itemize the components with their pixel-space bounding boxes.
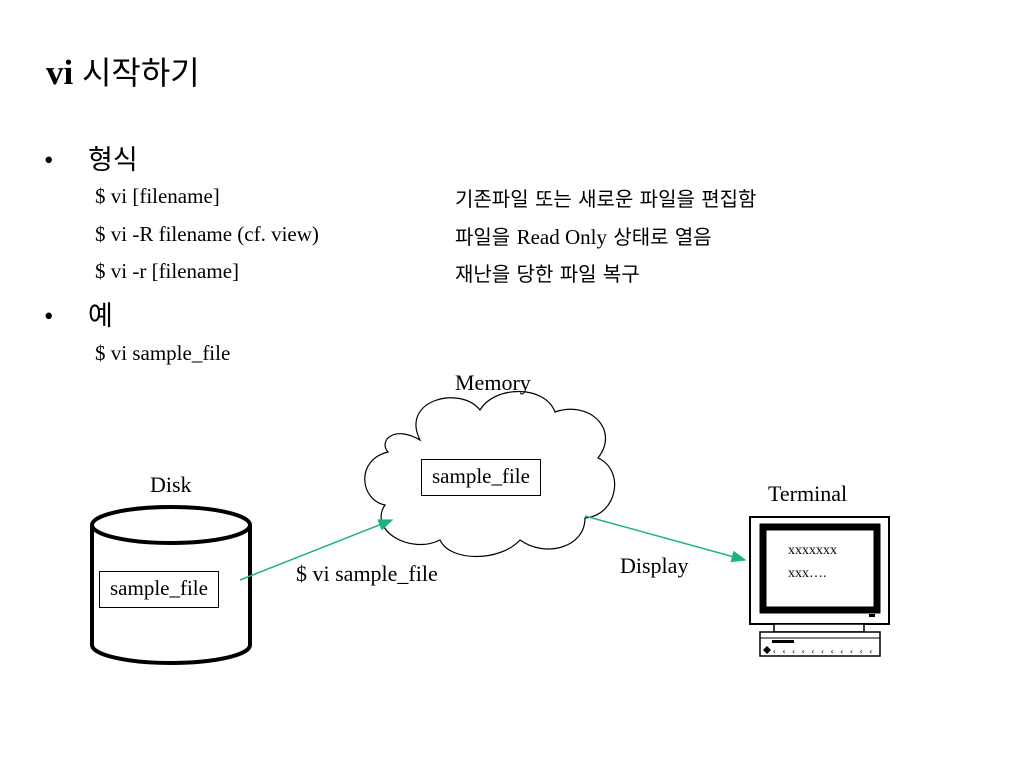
syntax-command-1: $ vi [filename] [95,184,220,208]
disk-cylinder [90,505,252,665]
display-arrow [584,515,747,563]
memory-file-box: sample_file [421,459,541,496]
bullet-format-label: 형식 [88,145,138,176]
disk-label: Disk [150,472,192,497]
display-label: Display [620,553,689,578]
syntax-command-3: $ vi -r [filename] [95,259,240,283]
example-command: $ vi sample_file [95,341,231,365]
title-command: vi [46,53,74,92]
bullet-example: •예 [44,301,113,332]
syntax-description-1: 기존파일 또는 새로운 파일을 편집함 [455,187,757,211]
terminal-monitor: ‹ ‹ ‹ ‹ ‹ ‹ ‹ ‹ ‹ ‹ ‹ [749,516,890,657]
memory-label: Memory [455,370,531,395]
page-title: vi 시작하기 [46,48,200,94]
syntax-description-2: 파일을 Read Only 상태로 열음 [455,225,712,249]
bullet-format: •형식 [44,145,138,176]
load-arrow [239,519,394,581]
svg-text:‹ ‹ ‹ ‹ ‹ ‹ ‹ ‹ ‹ ‹ ‹: ‹ ‹ ‹ ‹ ‹ ‹ ‹ ‹ ‹ ‹ ‹ [772,647,873,656]
screen-line-1: xxxxxxx [788,543,837,558]
disk-file-box: sample_file [99,571,219,608]
syntax-command-2: $ vi -R filename (cf. view) [95,222,319,246]
syntax-description-3: 재난을 당한 파일 복구 [455,262,640,286]
screen-line-2: xxx…. [788,566,827,581]
bullet-example-label: 예 [88,301,113,332]
terminal-label: Terminal [768,481,848,506]
title-text: 시작하기 [81,54,200,92]
vi-command-label: $ vi sample_file [296,561,438,586]
